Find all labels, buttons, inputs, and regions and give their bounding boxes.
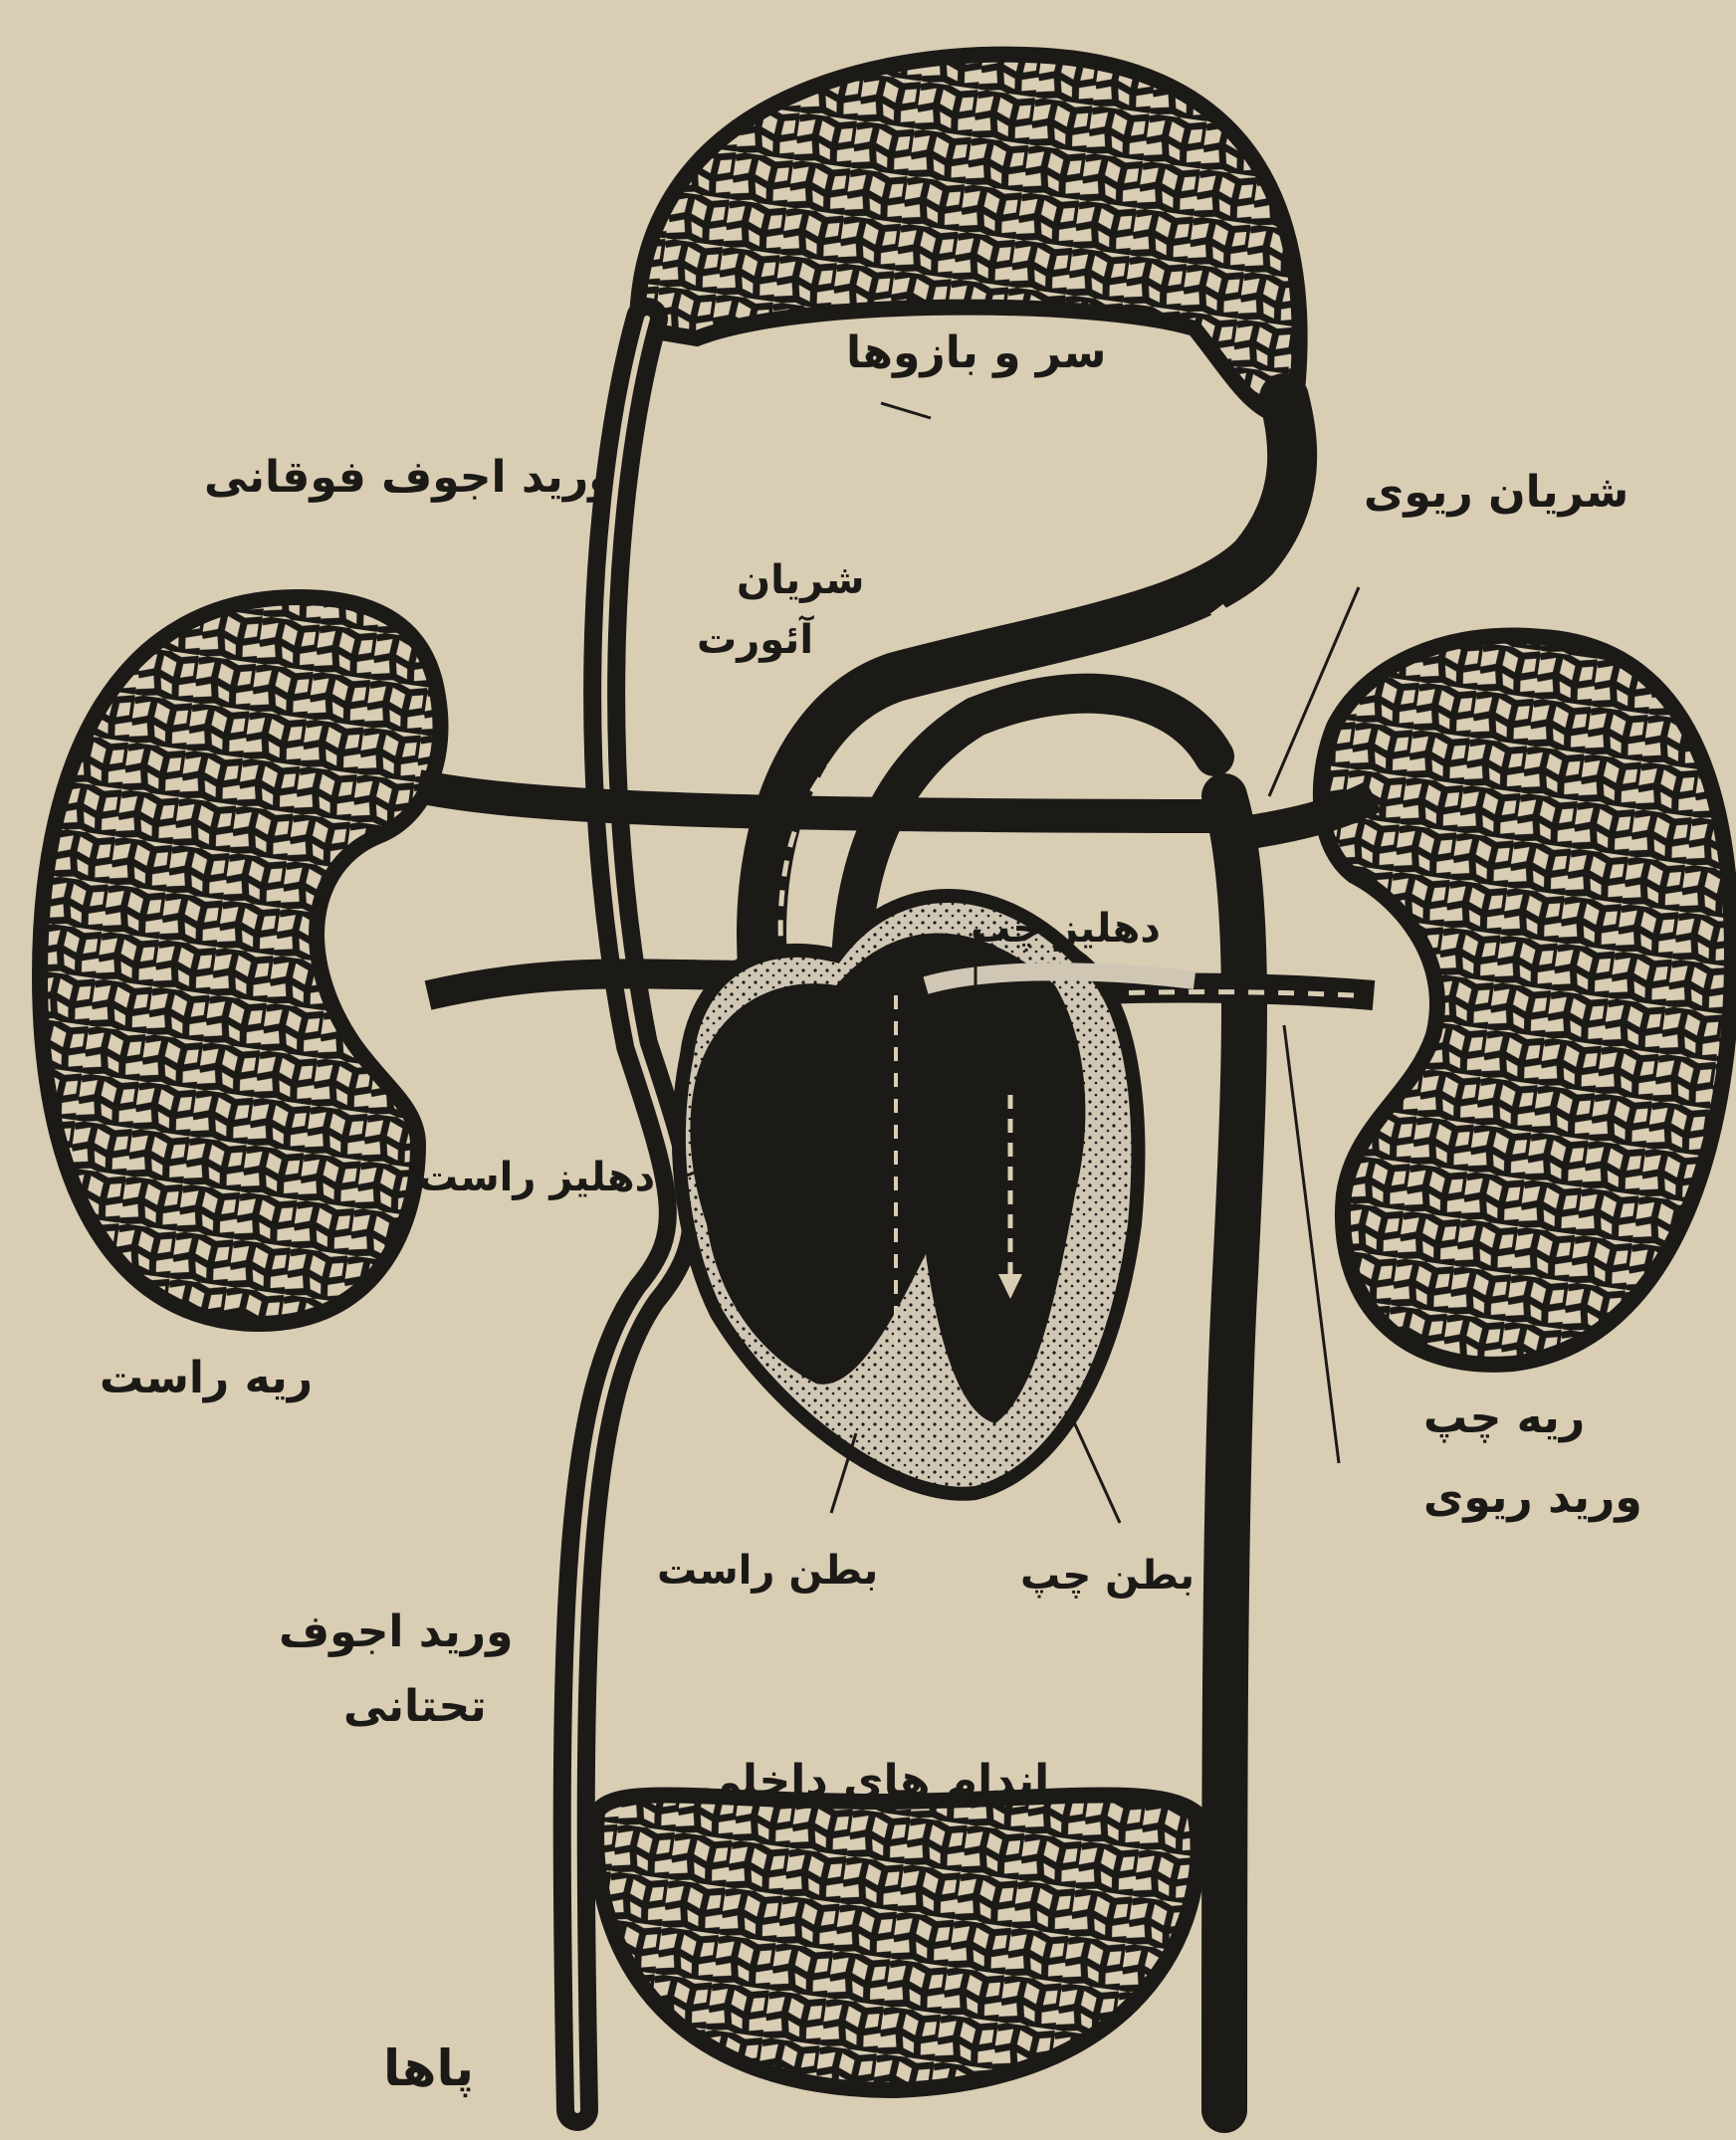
- label-inferior-vena-cava-line2: تحتانی: [343, 1682, 487, 1733]
- label-aorta-line2: آئورت: [697, 617, 813, 663]
- label-inferior-vena-cava-line1: ورید اجوف: [279, 1607, 513, 1658]
- label-left-atrium: دهلیز چپ: [971, 906, 1161, 952]
- label-right-ventricle: بطن راست: [657, 1548, 878, 1594]
- label-legs: پاها: [383, 2040, 474, 2098]
- label-pulmonary-vein: ورید ریوی: [1423, 1473, 1642, 1524]
- label-superior-vena-cava: ورید اجوف فوقانی: [204, 453, 616, 504]
- label-left-lung: ریه چپ: [1423, 1393, 1585, 1444]
- label-internal-organs: اندام های داخلی: [697, 1757, 1049, 1808]
- label-right-atrium: دهلیز راست: [418, 1155, 655, 1200]
- label-left-ventricle: بطن چپ: [1020, 1553, 1194, 1599]
- label-aorta-line1: شریان: [737, 557, 864, 603]
- label-right-lung: ریه راست: [100, 1354, 313, 1404]
- label-pulmonary-artery: شریان ریوی: [1364, 468, 1628, 519]
- label-head-arms: سر و بازوها: [846, 328, 1106, 379]
